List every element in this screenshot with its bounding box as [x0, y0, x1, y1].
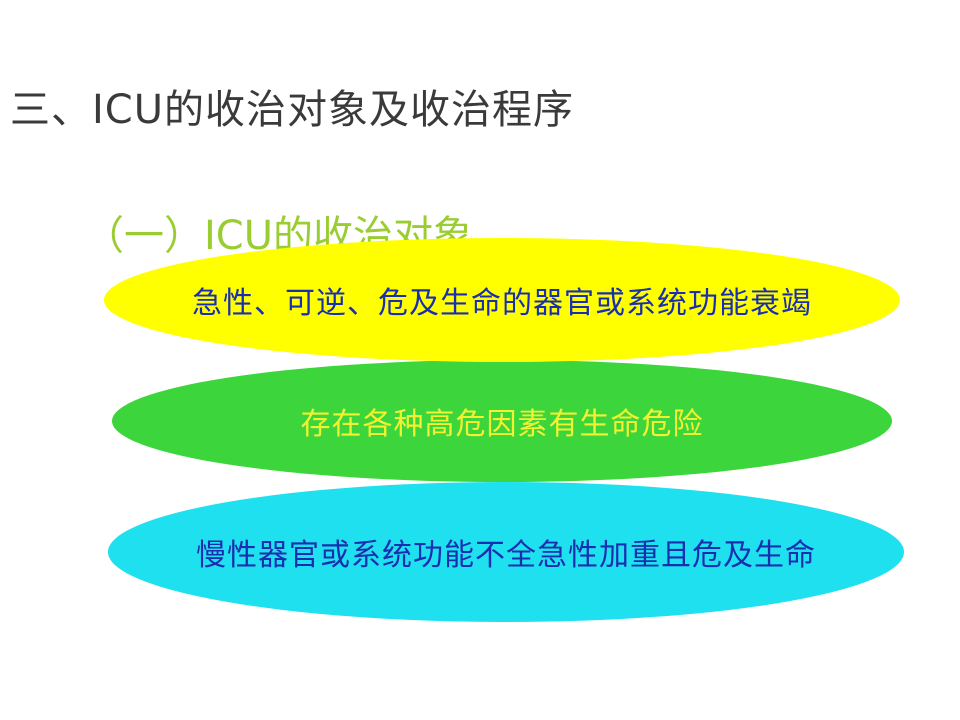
criterion-text-1: 急性、可逆、危及生命的器官或系统功能衰竭 — [192, 286, 812, 321]
criterion-text-2: 存在各种高危因素有生命危险 — [300, 407, 704, 442]
slide-title: 三、ICU的收治对象及收治程序 — [10, 87, 575, 133]
criterion-ellipse-3: 慢性器官或系统功能不全急性加重且危及生命 — [108, 482, 904, 622]
criterion-ellipse-1: 急性、可逆、危及生命的器官或系统功能衰竭 — [104, 238, 900, 362]
criterion-ellipse-2: 存在各种高危因素有生命危险 — [112, 360, 892, 482]
criterion-text-3: 慢性器官或系统功能不全急性加重且危及生命 — [196, 538, 816, 573]
